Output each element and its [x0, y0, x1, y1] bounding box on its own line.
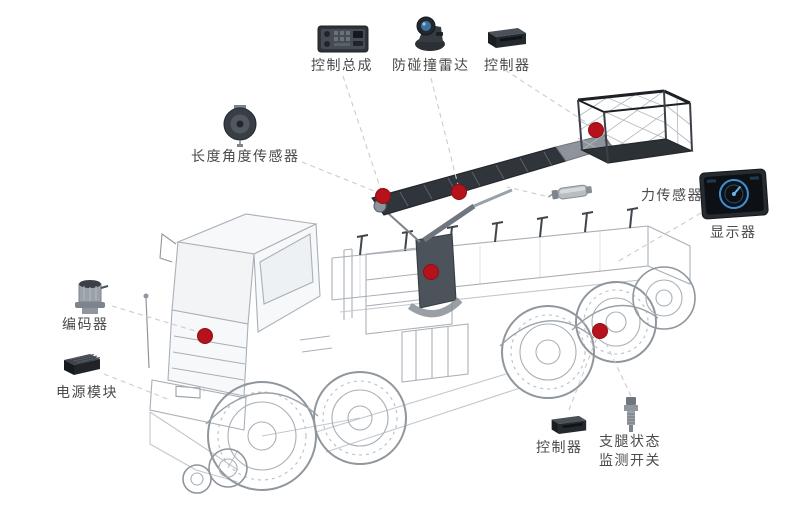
truck-cab: [143, 213, 333, 431]
connector-power-module: [103, 373, 171, 401]
sensor-marker: [423, 264, 439, 280]
controller-box-icon: [548, 412, 588, 436]
connector-controller-bottom: [568, 336, 598, 411]
boom-hatching: [399, 151, 553, 207]
toolbox: [401, 323, 469, 383]
switch-plug-icon: [620, 396, 642, 434]
sensor-markers: [197, 122, 608, 344]
label-outrigger-switch-line2: 监测开关: [599, 453, 661, 469]
truck-bed: [331, 207, 691, 383]
sensor-marker: [451, 184, 467, 200]
controller-box-icon: [484, 24, 528, 50]
label-control-assembly: 控制总成: [311, 58, 373, 74]
label-outrigger-switch: 支腿状态 监测开关: [599, 433, 661, 471]
connector-outrigger-switch: [603, 338, 632, 397]
callout-connectors: [103, 69, 702, 411]
connector-length-angle: [301, 161, 380, 194]
label-controller-bottom: 控制器: [536, 440, 583, 456]
rear-wheel-3: [632, 266, 696, 330]
label-controller-top: 控制器: [484, 58, 531, 74]
label-power-module: 电源模块: [56, 385, 118, 401]
label-outrigger-switch-line1: 支腿状态: [599, 434, 661, 450]
connector-control-assembly: [342, 75, 383, 194]
sensor-marker: [588, 122, 604, 138]
connector-display: [616, 212, 702, 263]
second-axle-wheel: [313, 371, 407, 465]
label-force-sensor: 力传感器: [641, 188, 703, 204]
label-encoder: 编码器: [62, 317, 109, 333]
encoder-cylinder-icon: [70, 276, 110, 318]
undercarriage: [149, 373, 521, 483]
sensor-marker: [375, 188, 391, 204]
sensor-marker: [592, 323, 608, 339]
label-display: 显示器: [710, 225, 757, 241]
cab-rear-rack: [343, 248, 353, 320]
boom-arm: [371, 134, 619, 243]
cable-reel-sensor-icon: [218, 104, 262, 148]
control-panel-icon: [317, 22, 369, 54]
connector-force-sensor: [506, 186, 546, 197]
connector-radar: [430, 77, 460, 190]
rear-wheel-2: [571, 281, 659, 363]
power-module-box-icon: [60, 350, 104, 378]
connector-encoder: [111, 305, 203, 334]
label-anti-collision-radar: 防碰撞雷达: [392, 58, 470, 74]
front-guide-wheels: [182, 448, 248, 494]
sensor-marker: [197, 328, 213, 344]
front-wheel: [205, 381, 319, 491]
display-screen-icon: [698, 168, 769, 223]
label-length-angle-sensor: 长度角度传感器: [191, 149, 300, 165]
rear-wheel-1: [499, 305, 595, 399]
radar-camera-icon: [406, 14, 450, 54]
platform-basket: [577, 89, 694, 164]
force-sensor-cylinder-icon: [545, 181, 595, 206]
truck-illustration: [143, 89, 696, 494]
bed-mesh: [359, 231, 601, 297]
